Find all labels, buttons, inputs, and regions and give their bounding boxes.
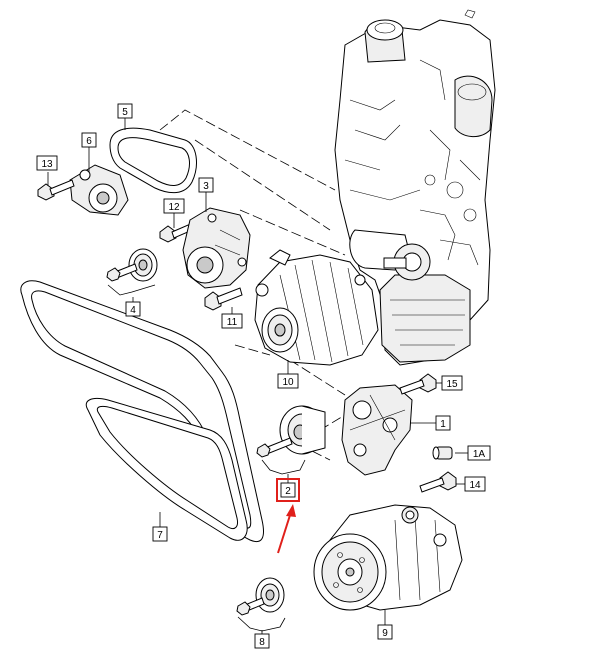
callout-12: 12	[163, 198, 185, 214]
callout-6: 6	[81, 132, 97, 148]
callout-5: 5	[117, 103, 133, 119]
callout-label-12: 12	[168, 202, 180, 213]
callout-13: 13	[36, 155, 58, 171]
part-2-idler	[256, 405, 326, 475]
part-3-housing	[182, 207, 251, 289]
callout-label-1: 1	[440, 419, 446, 430]
part-14-bolt	[419, 471, 457, 493]
part-7-belt	[20, 280, 264, 543]
part-2-highlight	[276, 478, 300, 554]
callout-label-6: 6	[86, 136, 92, 147]
engine-block	[334, 9, 496, 366]
callout-label-15: 15	[446, 379, 458, 390]
part-8-idler	[236, 577, 286, 632]
callout-8: 8	[254, 633, 270, 649]
part-4-idler	[106, 248, 158, 296]
part-11-bolt	[204, 287, 243, 311]
part-1A-sleeve	[432, 446, 453, 460]
callout-14: 14	[464, 476, 486, 492]
callout-label-3: 3	[203, 181, 209, 192]
callout-label-10: 10	[282, 377, 294, 388]
part-9-compressor	[313, 504, 463, 611]
highlight-box	[276, 478, 300, 502]
callout-7: 7	[152, 526, 168, 542]
highlight-arrow-head	[286, 504, 296, 517]
callout-1A: 1A	[467, 445, 491, 461]
callout-11: 11	[221, 313, 243, 329]
highlight-arrow-line	[277, 511, 292, 554]
part-15-bolt	[399, 373, 437, 395]
callout-3: 3	[198, 177, 214, 193]
callout-1: 1	[435, 415, 451, 431]
part-6-tensioner	[69, 164, 129, 216]
part-5-belt	[109, 127, 197, 194]
part-13-bolt	[37, 179, 75, 201]
callout-label-1A: 1A	[473, 449, 486, 460]
callout-label-4: 4	[130, 305, 136, 316]
callout-label-9: 9	[382, 628, 388, 639]
callout-15: 15	[441, 375, 463, 391]
callout-label-11: 11	[227, 317, 238, 328]
callout-label-7: 7	[157, 530, 163, 541]
callout-9: 9	[377, 624, 393, 640]
part-10-alternator	[254, 249, 379, 366]
callout-2: 2	[280, 482, 296, 498]
callout-leader-lines	[47, 118, 468, 634]
callout-label-13: 13	[41, 159, 53, 170]
callout-4: 4	[125, 301, 141, 317]
callout-label-2: 2	[285, 486, 291, 497]
callout-label-5: 5	[122, 107, 128, 118]
part-1-bracket	[341, 384, 413, 476]
callout-10: 10	[277, 373, 299, 389]
callout-label-8: 8	[259, 637, 265, 648]
callout-label-14: 14	[469, 480, 481, 491]
